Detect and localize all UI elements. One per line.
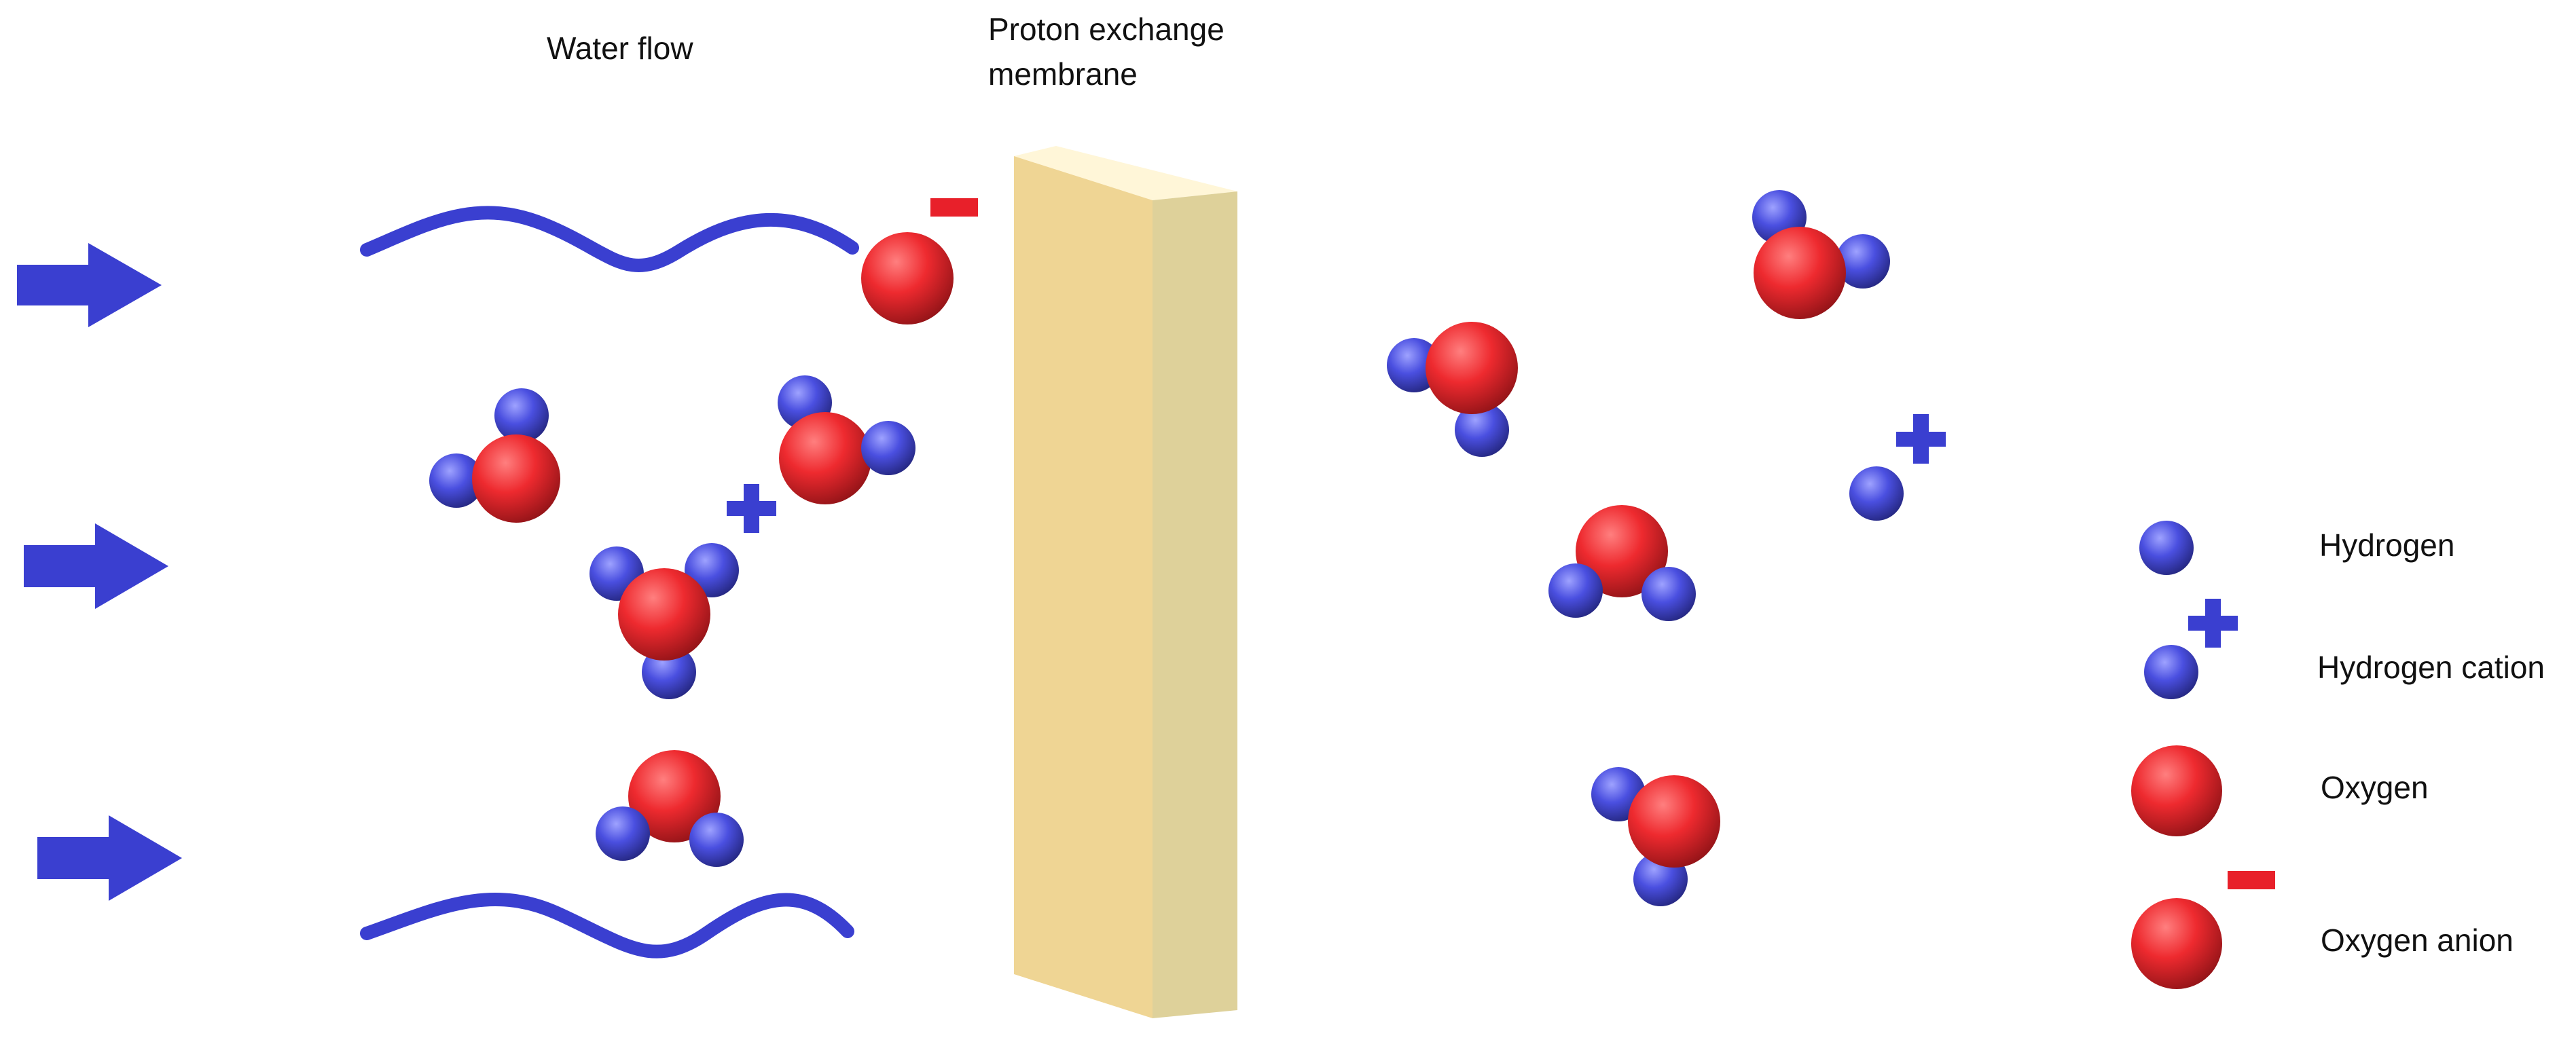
oxygen-atom — [861, 232, 954, 324]
legend-hydrogen-label: Hydrogen — [2319, 527, 2455, 563]
legend-oxygen-icon — [2131, 745, 2222, 836]
minus-sign-icon — [930, 198, 978, 217]
legend-oxygen-label: Oxygen — [2321, 770, 2429, 805]
oxygen-atom — [628, 750, 721, 842]
legend-oxygen-anion-icon — [2131, 871, 2275, 989]
minus-sign-icon — [2228, 871, 2275, 889]
hydrogen-atom — [1548, 563, 1603, 618]
legend-oxygen-anion-label: Oxygen anion — [2321, 923, 2514, 958]
flow-arrow-icon — [17, 243, 162, 327]
water-molecule — [1752, 190, 1890, 319]
oxygen-atom — [1754, 227, 1846, 319]
flow-arrow-icon — [24, 523, 168, 609]
hydrogen-atom — [1849, 466, 1904, 521]
flow-waves — [360, 206, 859, 959]
flow-boundary-top — [360, 206, 859, 272]
plus-sign-icon — [727, 484, 776, 533]
oxygen-atom — [779, 412, 871, 504]
water-molecule — [1548, 505, 1696, 621]
hydrogen-atom — [1836, 234, 1890, 289]
oxygen-atom — [1426, 322, 1518, 414]
hydrogen-atom — [689, 813, 744, 867]
membrane-label-line-2: membrane — [988, 56, 1138, 92]
legend-hydrogen-icon — [2139, 521, 2194, 575]
water-molecule — [596, 750, 744, 867]
hydrogen-atom — [429, 453, 484, 508]
legend — [2131, 521, 2275, 989]
water-molecule — [778, 375, 915, 504]
membrane-label-line-1: Proton exchange — [988, 12, 1224, 47]
hydrogen-atom — [1641, 567, 1696, 621]
left-molecules — [429, 198, 978, 867]
membrane-top-face — [1014, 146, 1237, 200]
plus-sign-icon — [1896, 414, 1946, 464]
right-molecules — [1387, 190, 1946, 906]
oxygen-atom — [1576, 505, 1668, 597]
hydrogen-atom — [596, 806, 650, 861]
oxygen-atom — [472, 434, 560, 523]
membrane-front-face — [1014, 156, 1153, 1018]
water-molecule — [1387, 322, 1518, 457]
oxygen-anion-particle — [861, 198, 978, 324]
legend-hydrogen-cation-label: Hydrogen cation — [2317, 650, 2545, 685]
hydrogen-atom — [494, 388, 549, 443]
water-molecule — [1591, 767, 1720, 906]
flow-arrows — [17, 243, 182, 901]
membrane-side-face — [1153, 191, 1237, 1018]
hydrogen-atom — [1455, 403, 1509, 457]
oxygen-atom — [618, 568, 710, 661]
hydronium-molecule — [589, 543, 739, 699]
oxygen-atom — [1628, 775, 1720, 868]
flow-arrow-icon — [37, 815, 182, 901]
flow-boundary-bottom — [360, 893, 854, 959]
legend-hydrogen-cation-icon — [2144, 599, 2238, 699]
water-molecule — [429, 388, 560, 523]
hydrogen-cation-particle — [1849, 414, 1946, 521]
hydrogen-atom — [861, 421, 915, 475]
water-flow-label: Water flow — [547, 31, 693, 66]
proton-exchange-membrane — [1014, 146, 1237, 1018]
